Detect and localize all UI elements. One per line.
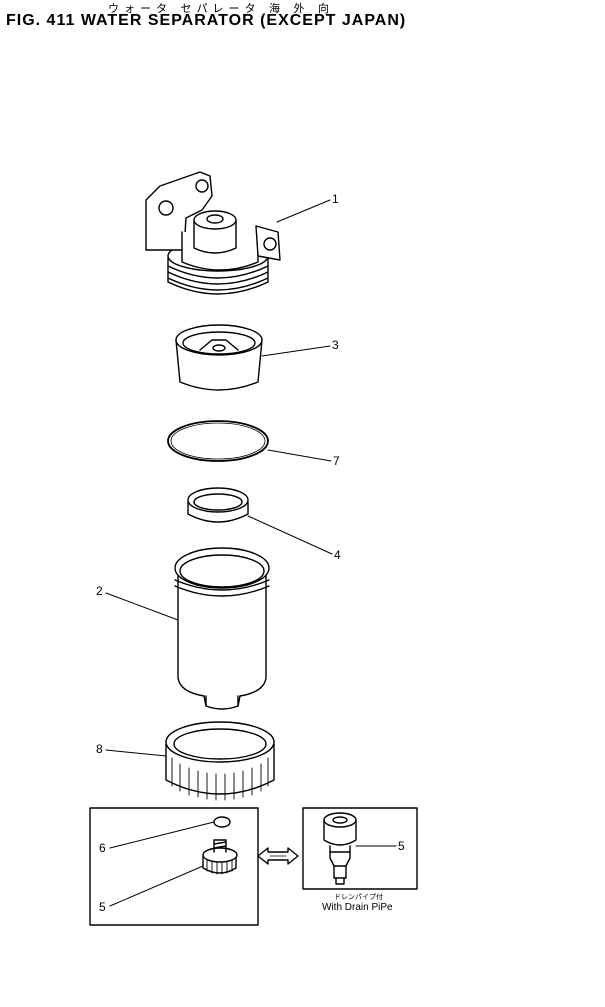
japanese-title: ウォータ セパレータ 海 外 向 xyxy=(108,2,334,15)
leader-7 xyxy=(268,450,331,461)
drain-detail-box xyxy=(90,808,258,925)
leader-3 xyxy=(262,346,330,356)
figure-title: FIG. 411 WATER SEPARATOR (EXCEPT JAPAN) xyxy=(6,12,407,29)
leader-1 xyxy=(277,200,330,222)
o-ring-part xyxy=(168,421,268,461)
callout-5-left: 5 xyxy=(99,900,106,914)
baffle-cup-part xyxy=(176,325,262,390)
callout-3: 3 xyxy=(332,338,339,352)
callout-5-right: 5 xyxy=(398,839,405,853)
leader-lines xyxy=(106,200,396,906)
retaining-ring-part xyxy=(166,722,274,800)
callout-7: 7 xyxy=(333,454,340,468)
leader-5-left xyxy=(110,866,203,906)
leader-8 xyxy=(106,750,166,756)
seal-ring-part xyxy=(188,488,248,522)
drain-pipe-detail-box xyxy=(303,808,417,889)
inset-caption-japanese: ドレンパイプ付 xyxy=(334,893,383,901)
callout-4: 4 xyxy=(334,548,341,562)
interchange-arrow xyxy=(258,848,298,864)
inset-caption: With Drain PiPe xyxy=(322,902,393,913)
callout-8: 8 xyxy=(96,742,103,756)
filter-bowl-part xyxy=(175,548,269,709)
filter-head-part xyxy=(146,172,280,294)
leader-2 xyxy=(106,593,178,620)
leader-6 xyxy=(110,822,214,848)
callout-2: 2 xyxy=(96,584,103,598)
leader-4 xyxy=(248,516,332,554)
callout-6: 6 xyxy=(99,841,106,855)
callout-1: 1 xyxy=(332,192,339,206)
